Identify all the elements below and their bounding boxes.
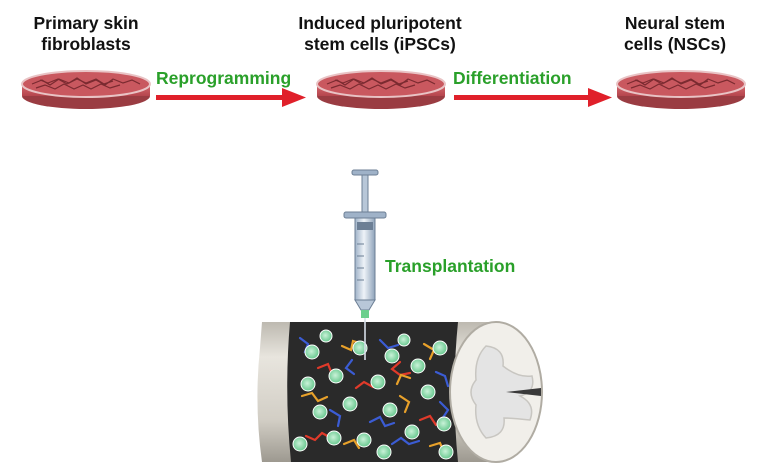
syringe-icon bbox=[343, 169, 387, 360]
arrow-differentiation bbox=[454, 88, 612, 107]
step-label-transplantation: Transplantation bbox=[385, 256, 516, 276]
grey-matter bbox=[470, 345, 534, 439]
stage-label-line: stem cells (iPSCs) bbox=[304, 34, 456, 54]
median-fissure bbox=[506, 388, 541, 396]
step-label-reprogramming: Reprogramming bbox=[156, 68, 292, 88]
transplanted-cells bbox=[292, 329, 454, 460]
stage-label-ipscs: Induced pluripotent stem cells (iPSCs) bbox=[270, 13, 490, 55]
stage-label-line: Induced pluripotent bbox=[298, 13, 462, 33]
stage-label-line: Neural stem bbox=[624, 13, 726, 33]
stage-label-line: fibroblasts bbox=[41, 34, 131, 54]
stage-label-fibroblasts: Primary skin fibroblasts bbox=[10, 13, 162, 55]
stage-label-line: cells (NSCs) bbox=[623, 34, 727, 54]
petri-dish-nscs bbox=[616, 70, 746, 109]
arrow-reprogramming bbox=[156, 88, 306, 107]
stage-label-line: Primary skin bbox=[33, 13, 139, 33]
axon-fibers bbox=[298, 336, 450, 454]
petri-dish-ipscs bbox=[316, 70, 446, 109]
stage-label-nscs: Neural stem cells (NSCs) bbox=[600, 13, 750, 55]
step-label-differentiation: Differentiation bbox=[453, 68, 572, 88]
petri-dish-fibroblasts bbox=[21, 70, 151, 109]
